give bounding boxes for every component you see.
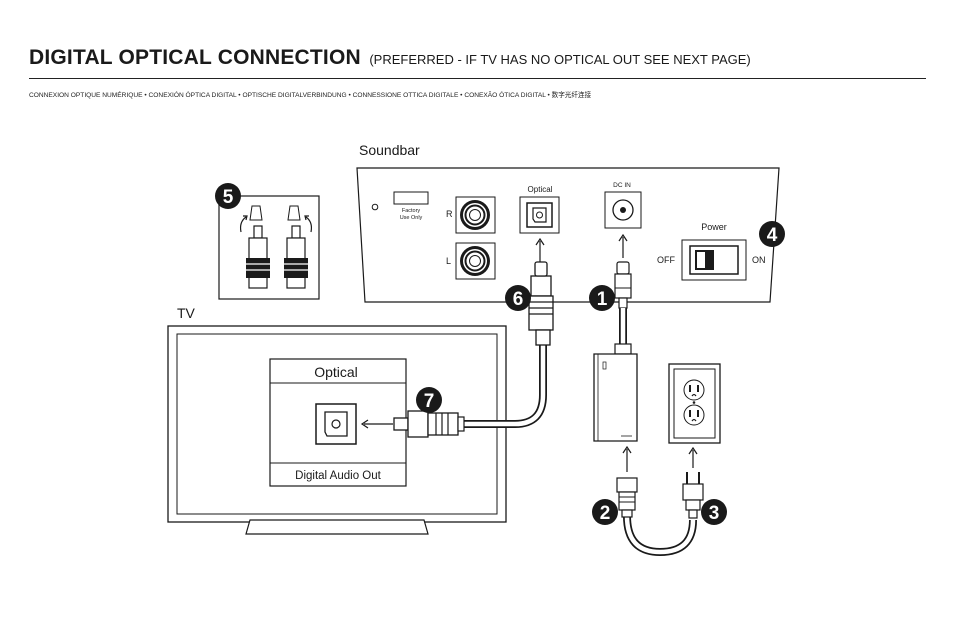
power-adapter [593, 353, 638, 442]
step-number-4: 4 [767, 225, 778, 246]
rca-l-label: L [446, 256, 451, 266]
step-number-3: 3 [709, 503, 720, 524]
step-number-2: 2 [600, 503, 611, 524]
rca-jack-right [455, 196, 496, 234]
power-adapter-strain [614, 343, 632, 355]
power-switch [681, 239, 747, 281]
title-main: DIGITAL OPTICAL CONNECTION [29, 46, 361, 69]
adapter-arrow [622, 445, 632, 472]
title-divider [29, 78, 926, 79]
optical-arrow [535, 237, 545, 262]
optical-plug-tv [393, 410, 465, 438]
step-number-5: 5 [223, 187, 234, 208]
dcin-arrow [618, 233, 628, 258]
factory-label-2: Use Only [400, 215, 423, 221]
tv-label: TV [177, 305, 196, 321]
dc-plug [614, 261, 632, 309]
outlet-arrow [688, 446, 698, 468]
factory-label-1: Factory [402, 208, 421, 214]
iec-connector [616, 477, 638, 518]
step-number-6: 6 [513, 289, 524, 310]
dcin-port [604, 191, 642, 229]
rca-r-label: R [446, 209, 453, 219]
step-badge-4: 4 [759, 221, 785, 247]
step-badge-5: 5 [215, 183, 241, 209]
soundbar-optical-label: Optical [528, 185, 553, 194]
step-badge-2: 2 [592, 499, 618, 525]
tv-optical-arrow [360, 419, 393, 429]
on-label: ON [752, 255, 766, 265]
power-label: Power [701, 222, 727, 232]
soundbar-body [356, 167, 780, 303]
tv-optical-port [315, 403, 357, 445]
step-badge-3: 3 [701, 499, 727, 525]
rca-jack-left [455, 242, 496, 280]
language-titles: CONNEXION OPTIQUE NUMÉRIQUE • CONEXIÓN Ó… [29, 92, 592, 99]
dcin-label: DC IN [613, 182, 631, 189]
step-number-1: 1 [597, 289, 608, 310]
step-number-7: 7 [424, 391, 435, 412]
page-title: DIGITAL OPTICAL CONNECTION (PREFERRED - … [29, 46, 751, 70]
status-led [371, 203, 379, 211]
tv-panel-footer: Digital Audio Out [295, 470, 381, 482]
tv-panel-title: Optical [314, 364, 358, 380]
title-subtitle: (PREFERRED - IF TV HAS NO OPTICAL OUT SE… [369, 52, 751, 67]
soundbar-label: Soundbar [359, 142, 420, 158]
wall-plug [682, 472, 704, 519]
soundbar-optical-port [519, 196, 560, 234]
step-badge-1: 1 [589, 285, 615, 311]
wall-outlet [668, 363, 721, 444]
step-badge-7: 7 [416, 387, 442, 413]
factory-port [393, 191, 429, 205]
rca-caps-detail [218, 195, 320, 300]
optical-plug-soundbar [528, 261, 554, 346]
off-label: OFF [657, 255, 675, 265]
step-badge-6: 6 [505, 285, 531, 311]
